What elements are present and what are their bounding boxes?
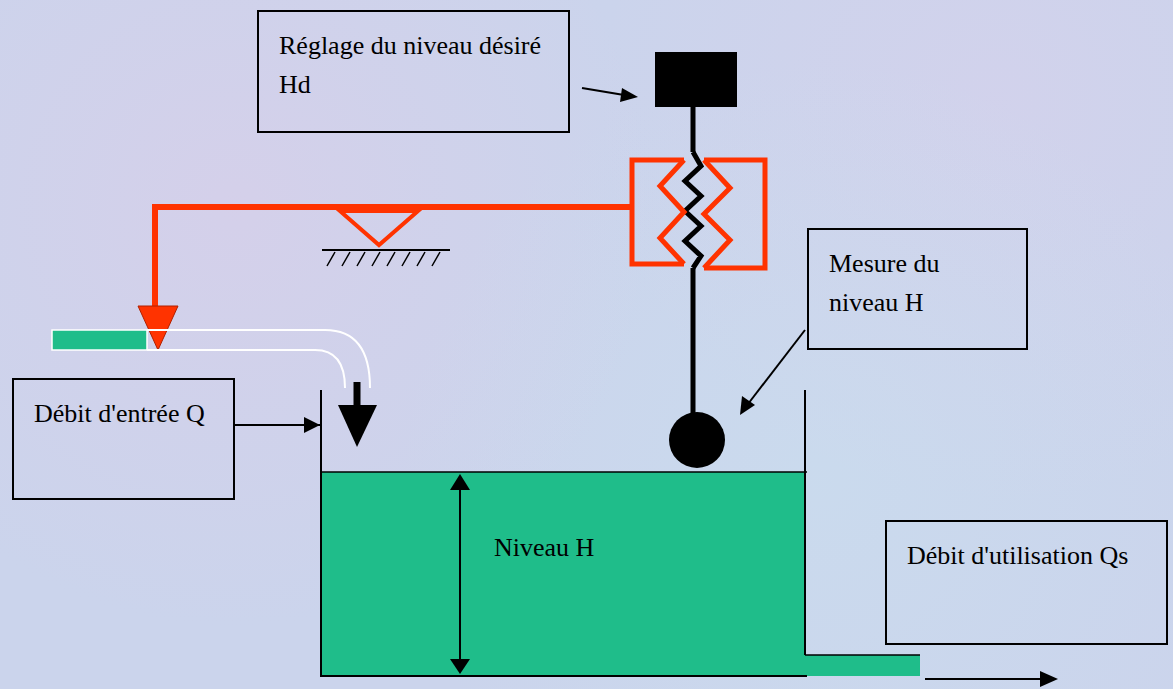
inflow-pipe xyxy=(52,330,147,350)
water xyxy=(322,472,805,675)
level-arrowhead xyxy=(450,659,470,674)
lever xyxy=(155,207,630,308)
box-label: Mesure du niveau H xyxy=(829,244,1006,322)
ground-line xyxy=(322,249,450,251)
leader-line xyxy=(748,330,805,404)
flow-arrow xyxy=(235,424,320,426)
outlet-pipe-wall xyxy=(805,654,920,656)
bellows-right xyxy=(704,160,765,268)
ground-hatch xyxy=(327,252,440,266)
pivot xyxy=(340,211,418,245)
tank-bottom xyxy=(320,675,807,677)
level-arrowhead xyxy=(450,474,470,490)
rod xyxy=(691,107,696,152)
inflow-stream xyxy=(147,350,345,388)
outflow-arrowhead xyxy=(1040,671,1058,687)
level-dimension xyxy=(459,488,461,661)
outlet-pipe xyxy=(805,655,920,676)
inflow-arrowhead xyxy=(338,405,377,447)
box-label: Débit d'utilisation Qs xyxy=(907,536,1146,575)
water-surface xyxy=(320,471,807,473)
tank-wall xyxy=(320,390,322,677)
tank-wall xyxy=(804,390,806,655)
measure-box: Mesure du niveau H xyxy=(807,228,1028,350)
bellows-right xyxy=(704,160,730,268)
setpoint-knob xyxy=(655,52,737,107)
spring xyxy=(685,152,701,268)
inflow-box: Débit d'entrée Q xyxy=(12,378,235,500)
rod xyxy=(691,268,696,415)
setpoint-box: Réglage du niveau désiré Hd xyxy=(257,10,570,133)
leader-arrowhead xyxy=(620,88,638,102)
tank: Niveau H xyxy=(320,390,807,677)
outflow-arrow xyxy=(925,678,1040,680)
leader-line xyxy=(582,88,624,95)
bellows-left xyxy=(632,160,684,264)
float xyxy=(669,412,725,468)
leader-arrowhead xyxy=(740,396,755,415)
bellows-left xyxy=(660,160,684,264)
box-label: Débit d'entrée Q xyxy=(34,394,213,433)
outflow-box: Débit d'utilisation Qs xyxy=(885,520,1168,645)
box-label: Réglage du niveau désiré Hd xyxy=(279,26,548,104)
level-label: Niveau H xyxy=(492,528,596,567)
